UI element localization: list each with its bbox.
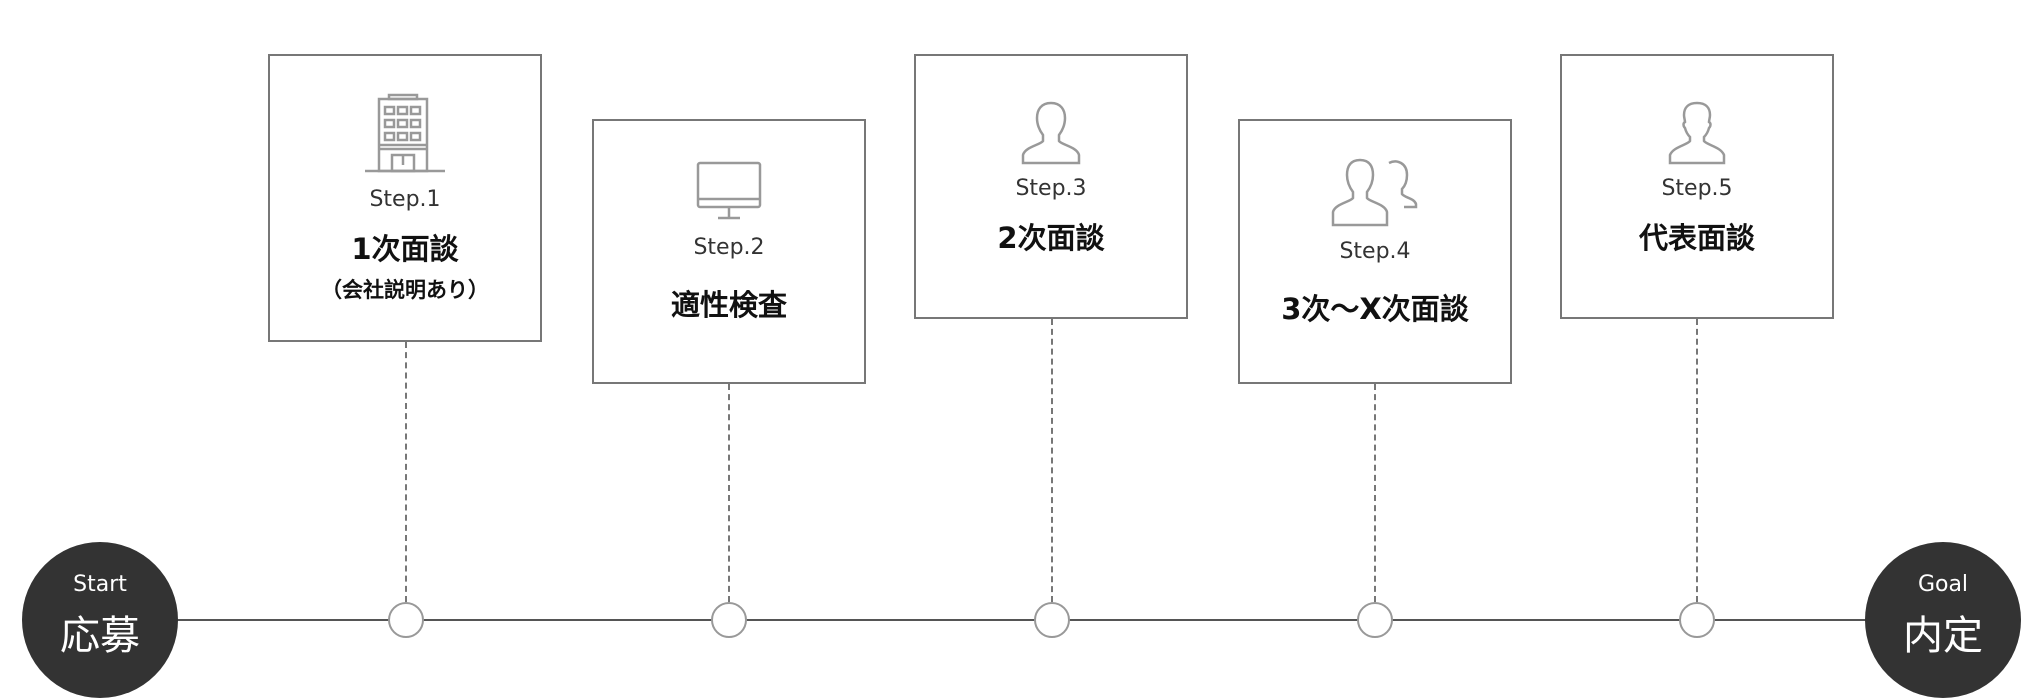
step-card-1: Step.1 1次面談 （会社説明あり） [268,54,542,342]
step-title: 代表面談 [1638,221,1755,255]
building-icon [365,93,445,173]
timeline-node-3 [1034,602,1070,638]
start-circle: Start 応募 [22,542,178,698]
timeline-node-2 [711,602,747,638]
person-icon [1021,101,1081,165]
timeline-node-5 [1679,602,1715,638]
step-label: Step.4 [1339,239,1411,264]
person-icon [1668,101,1726,165]
connector-1 [405,342,407,602]
step-label: Step.5 [1661,176,1733,201]
goal-circle: Goal 内定 [1865,542,2021,698]
goal-title: 内定 [1903,613,1983,659]
connector-4 [1374,384,1376,602]
two-people-icon [1331,158,1418,227]
step-card-3: Step.3 2次面談 [914,54,1188,319]
step-card-5: Step.5 代表面談 [1560,54,1834,319]
timeline-node-1 [388,602,424,638]
step-title: 2次面談 [997,221,1105,255]
step-title: 1次面談 [351,232,459,266]
timeline-line [100,619,1943,621]
connector-3 [1051,319,1053,602]
step-label: Step.2 [693,235,765,260]
step-card-4: Step.4 3次～X次面談 [1238,119,1512,384]
step-title: 適性検査 [670,288,787,322]
step-title: 3次～X次面談 [1281,292,1469,326]
timeline-node-4 [1357,602,1393,638]
start-label: Start [73,572,127,597]
goal-label: Goal [1917,572,1969,597]
step-label: Step.1 [369,187,441,212]
step-subtitle: （会社説明あり） [321,278,489,302]
connector-2 [728,384,730,602]
monitor-icon [696,161,762,220]
step-card-2: Step.2 適性検査 [592,119,866,384]
start-title: 応募 [60,613,140,659]
connector-5 [1696,319,1698,602]
step-label: Step.3 [1015,176,1087,201]
